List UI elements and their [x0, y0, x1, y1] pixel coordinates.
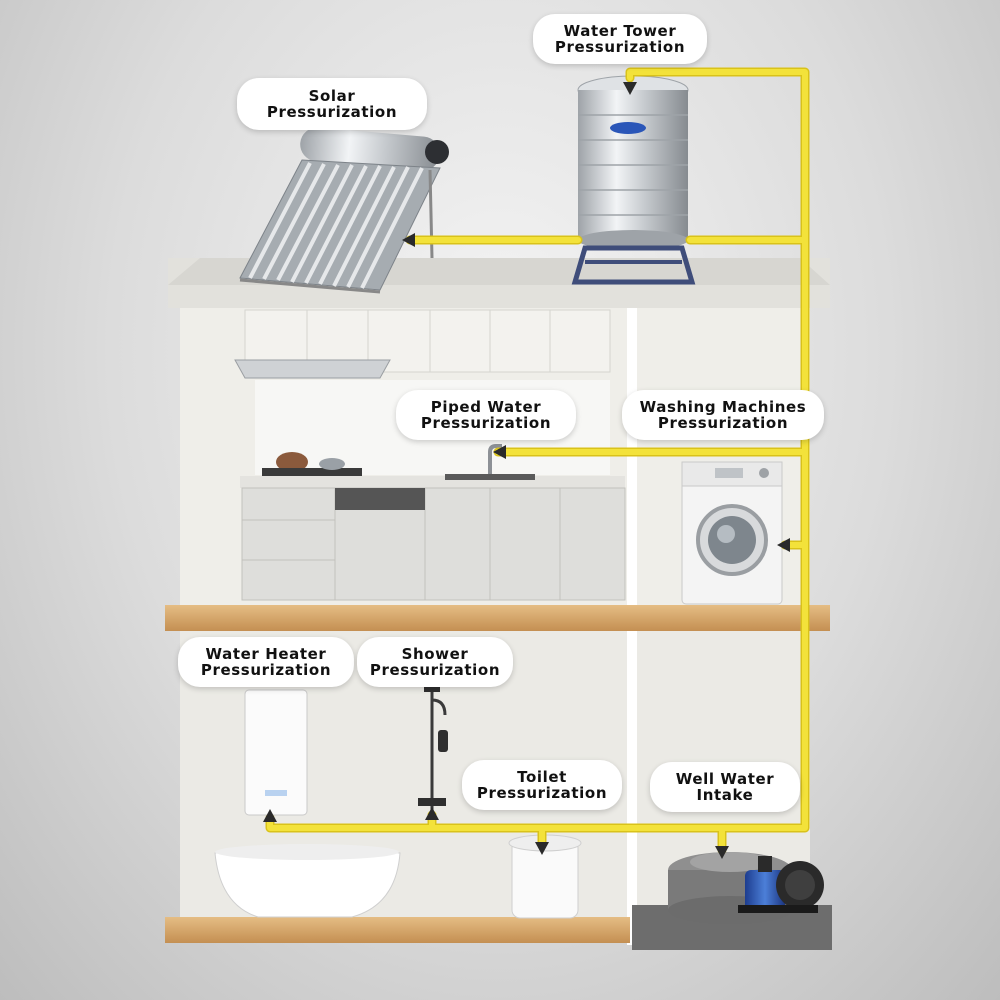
- sink: [445, 474, 535, 480]
- pot: [276, 452, 308, 472]
- piped-water-label-line2: Pressurization: [420, 414, 552, 432]
- arrow-left-icon: [493, 445, 506, 459]
- arrow-left-icon: [777, 538, 790, 552]
- washing-machines-label: Washing Machines Pressurization: [622, 390, 824, 440]
- toilet-label-line2: Pressurization: [476, 784, 608, 802]
- water-heater-label: Water Heater Pressurization: [178, 637, 354, 687]
- solar-heater-icon: [239, 127, 449, 294]
- water-tower-label: Water Tower Pressurization: [533, 14, 707, 64]
- range-hood: [234, 359, 391, 379]
- well-water-label-line2: Intake: [696, 786, 754, 804]
- dishwasher-panel: [335, 488, 425, 510]
- arrow-up-icon: [263, 809, 277, 822]
- toilet-label-line1: Toilet: [517, 768, 567, 786]
- toilet-label: Toilet Pressurization: [462, 760, 622, 810]
- shower-label-line2: Pressurization: [369, 661, 501, 679]
- shower-label: Shower Pressurization: [357, 637, 513, 687]
- faucet-icon: [488, 444, 502, 474]
- stove: [262, 468, 362, 476]
- water-heater-icon: [244, 689, 308, 816]
- solar-label-line2: Pressurization: [266, 103, 398, 121]
- arrow-down-icon: [535, 842, 549, 855]
- washing-machine-icon: [681, 461, 783, 605]
- countertop: [240, 476, 625, 488]
- well-water-label-line1: Well Water: [675, 770, 775, 788]
- water-heater-label-line1: Water Heater: [205, 645, 327, 663]
- piped-water-label-line1: Piped Water: [430, 398, 542, 416]
- shower-label-line1: Shower: [401, 645, 469, 663]
- lower-floor: [165, 917, 630, 943]
- washing-machines-label-line1: Washing Machines: [639, 398, 807, 416]
- well-water-label: Well Water Intake: [650, 762, 800, 812]
- washing-machines-label-line2: Pressurization: [657, 414, 789, 432]
- shower-icon: [418, 686, 448, 810]
- pan: [319, 458, 345, 470]
- arrow-down-icon: [715, 846, 729, 859]
- solar-label: Solar Pressurization: [237, 78, 427, 130]
- pump-icon: [738, 856, 824, 913]
- arrow-up-icon: [425, 807, 439, 820]
- piped-water-label: Piped Water Pressurization: [396, 390, 576, 440]
- flow-arrows: [263, 82, 790, 859]
- water-tower-label-line2: Pressurization: [554, 38, 686, 56]
- solar-label-line1: Solar: [308, 87, 356, 105]
- arrow-left-icon: [402, 233, 415, 247]
- upper-floor: [165, 605, 830, 631]
- water-heater-label-line2: Pressurization: [200, 661, 332, 679]
- arrow-down-icon: [623, 82, 637, 95]
- water-tank-icon: [571, 75, 696, 285]
- water-tower-label-line1: Water Tower: [563, 22, 677, 40]
- bathtub-icon: [214, 844, 401, 918]
- base-cabinets: [241, 487, 626, 601]
